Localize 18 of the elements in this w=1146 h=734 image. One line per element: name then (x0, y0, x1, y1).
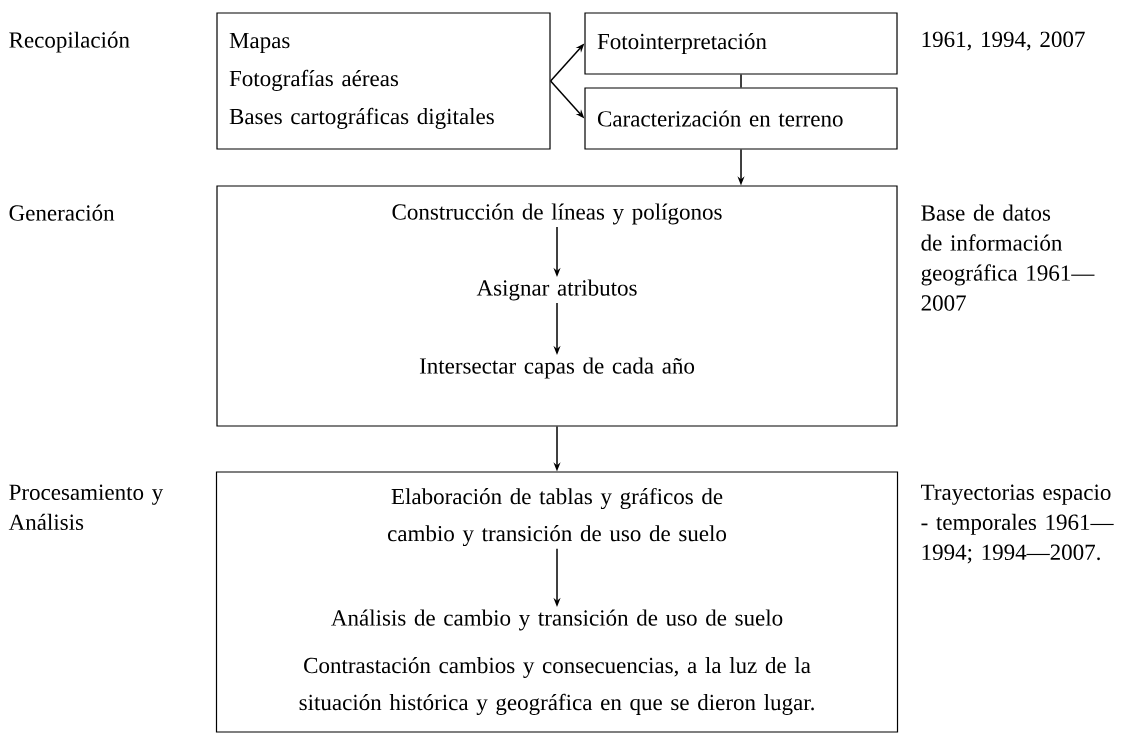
step-text: Asignar atributos (476, 279, 637, 301)
stage-label: Procesamiento y Análisis (8, 484, 164, 531)
stage-box (215, 471, 899, 733)
process-box: Fotointerpretación (584, 12, 898, 75)
source-box: Mapas Fotografías aéreas Bases cartográficas digitales (216, 12, 551, 150)
side-note: Base de datos de información geográfica 1961—2007 (921, 204, 1095, 311)
step-text: Intersectar capas de cada año (419, 357, 695, 379)
process-box: Caracterización en terreno (584, 87, 898, 150)
step-text: Elaboración de tablas y gráficos de cambio y transición de uso de suelo (388, 487, 727, 547)
side-note: Trayectorias espacio - temporales 1961—1994; 1994—2007. (921, 484, 1114, 564)
step-text: Contrastación cambios y consecuencias, a la luz de la situación histórica y geográfica en que se dieron lugar. (299, 657, 814, 715)
side-note: 1961, 1994, 2007 (922, 31, 1085, 51)
step-text: Análisis de cambio y transición de uso de suelo (331, 609, 783, 631)
connector-line (740, 73, 742, 89)
step-text: Construcción de líneas y polígonos (392, 203, 722, 225)
stage-box (216, 185, 898, 427)
stage-label: Recopilación (9, 31, 130, 53)
stage-label: Generación (9, 204, 115, 221)
